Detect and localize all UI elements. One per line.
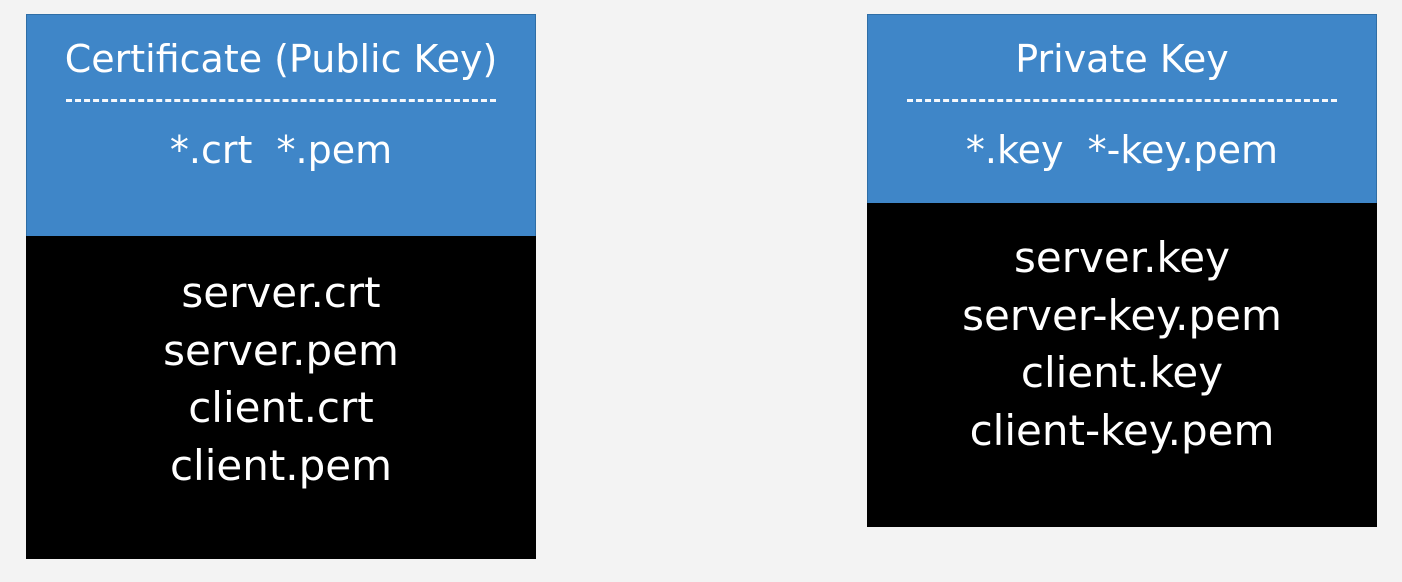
certificate-file-item: client.pem	[169, 440, 393, 490]
certificate-card-file-list: server.crt server.pem client.crt client.…	[26, 236, 536, 559]
certificate-card-header: Certificate (Public Key) *.crt *.pem	[26, 14, 536, 236]
certificate-card-title: Certificate (Public Key)	[64, 37, 498, 81]
private-key-file-item: server-key.pem	[962, 290, 1282, 340]
certificate-file-item: server.crt	[181, 268, 381, 317]
certificate-card-divider	[66, 99, 496, 102]
private-key-card: Private Key *.key *-key.pem server.key s…	[867, 14, 1377, 527]
private-key-file-item: server.key	[1014, 233, 1230, 282]
private-key-card-divider	[907, 99, 1337, 102]
private-key-file-item: client-key.pem	[969, 405, 1275, 455]
private-key-card-title: Private Key	[1015, 37, 1229, 81]
private-key-card-header: Private Key *.key *-key.pem	[867, 14, 1377, 203]
certificate-public-key-card: Certificate (Public Key) *.crt *.pem ser…	[26, 14, 536, 559]
private-key-card-extensions: *.key *-key.pem	[965, 128, 1279, 172]
private-key-card-file-list: server.key server-key.pem client.key cli…	[867, 203, 1377, 527]
certificate-file-item: client.crt	[188, 383, 374, 432]
certificate-file-item: server.pem	[163, 325, 399, 375]
certificate-card-extensions: *.crt *.pem	[169, 128, 393, 172]
private-key-file-item: client.key	[1020, 348, 1224, 397]
